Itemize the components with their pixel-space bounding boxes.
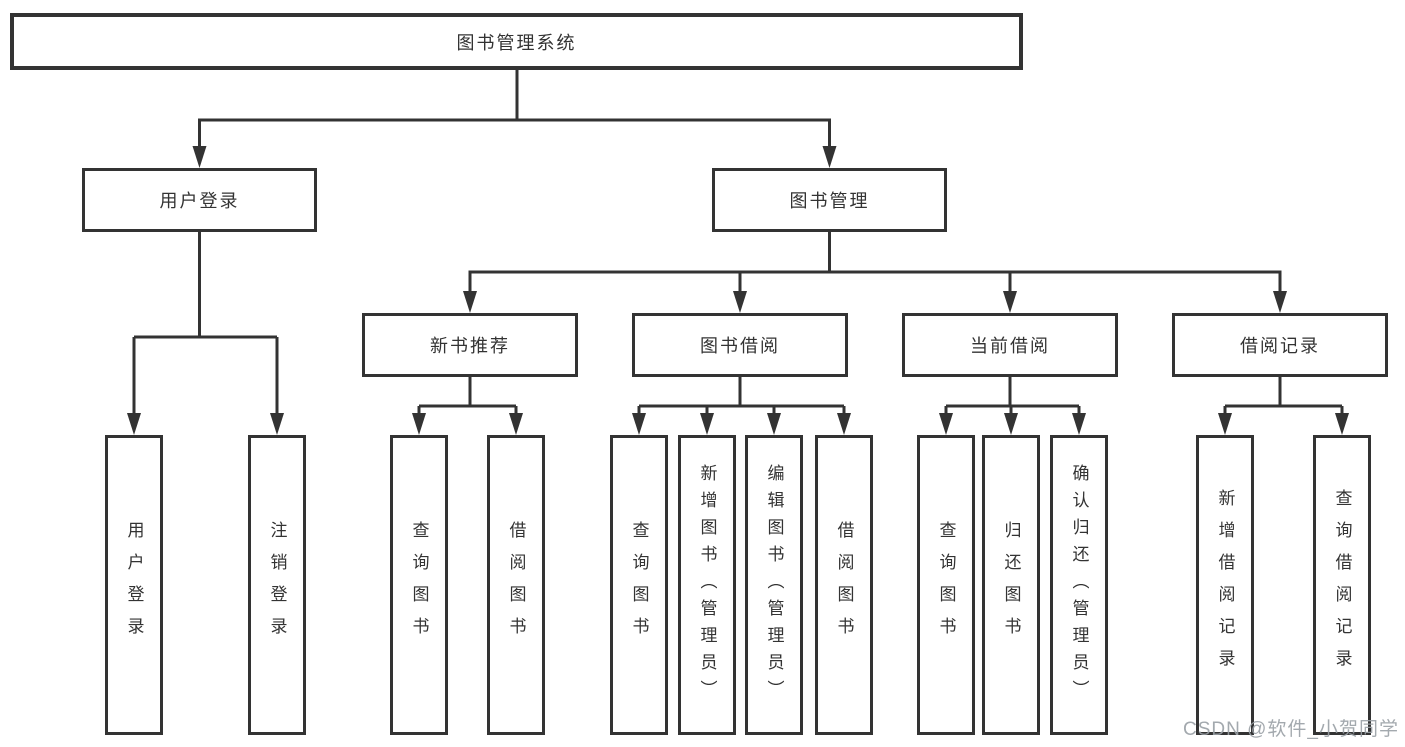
- node-label: 新书推荐: [430, 336, 510, 356]
- leaf-add-borrow-record: 新增借阅记录: [1196, 435, 1254, 735]
- leaf-label: 归还图书: [1001, 521, 1021, 649]
- node-new-book-recommend: 新书推荐: [362, 313, 578, 377]
- leaf-label: 查询图书: [629, 521, 649, 649]
- connector-borrow-to-leaves: [632, 377, 851, 435]
- node-label: 用户登录: [159, 191, 240, 211]
- leaf-edit-books-admin: 编辑图书（管理员）: [745, 435, 803, 735]
- leaf-label: 用户登录: [124, 521, 144, 649]
- node-book-management: 图书管理: [712, 168, 947, 232]
- leaf-borrow-query-books: 查询图书: [610, 435, 668, 735]
- leaf-logout: 注销登录: [248, 435, 306, 735]
- node-label: 图书借阅: [700, 336, 780, 356]
- leaf-label: 查询借阅记录: [1332, 489, 1352, 681]
- leaf-label: 编辑图书（管理员）: [764, 463, 784, 707]
- leaf-confirm-return-admin: 确认归还（管理员）: [1050, 435, 1108, 735]
- leaf-return-books: 归还图书: [982, 435, 1040, 735]
- leaf-label: 注销登录: [267, 521, 287, 649]
- node-current-borrow: 当前借阅: [902, 313, 1118, 377]
- connector-book-management-to-level3: [463, 232, 1287, 313]
- leaf-user-login: 用户登录: [105, 435, 163, 735]
- leaf-label: 新增借阅记录: [1215, 489, 1235, 681]
- leaf-current-query-books: 查询图书: [917, 435, 975, 735]
- connector-current-to-leaves: [939, 377, 1086, 435]
- connector-recommend-to-leaves: [412, 377, 523, 435]
- node-borrow-records: 借阅记录: [1172, 313, 1388, 377]
- leaf-label: 查询图书: [409, 521, 429, 649]
- leaf-label: 查询图书: [936, 521, 956, 649]
- leaf-add-books-admin: 新增图书（管理员）: [678, 435, 736, 735]
- node-book-management-system: 图书管理系统: [10, 13, 1023, 70]
- leaf-recommend-borrow-books: 借阅图书: [487, 435, 545, 735]
- connector-records-to-leaves: [1218, 377, 1349, 435]
- leaf-label: 借阅图书: [506, 521, 526, 649]
- connector-user-login-to-leaves: [127, 232, 284, 435]
- connector-root-to-level2: [192, 68, 837, 168]
- leaf-label: 新增图书（管理员）: [697, 463, 717, 707]
- leaf-label: 借阅图书: [834, 521, 854, 649]
- node-book-borrow: 图书借阅: [632, 313, 848, 377]
- leaf-recommend-query-books: 查询图书: [390, 435, 448, 735]
- watermark: CSDN @软件_小贺同学: [1183, 719, 1399, 740]
- leaf-label: 确认归还（管理员）: [1069, 463, 1089, 707]
- node-label: 图书管理系统: [456, 32, 577, 53]
- leaf-query-borrow-record: 查询借阅记录: [1313, 435, 1371, 735]
- node-label: 当前借阅: [970, 336, 1050, 356]
- node-user-login: 用户登录: [82, 168, 317, 232]
- leaf-borrow-books: 借阅图书: [815, 435, 873, 735]
- node-label: 图书管理: [789, 191, 870, 211]
- node-label: 借阅记录: [1240, 336, 1320, 356]
